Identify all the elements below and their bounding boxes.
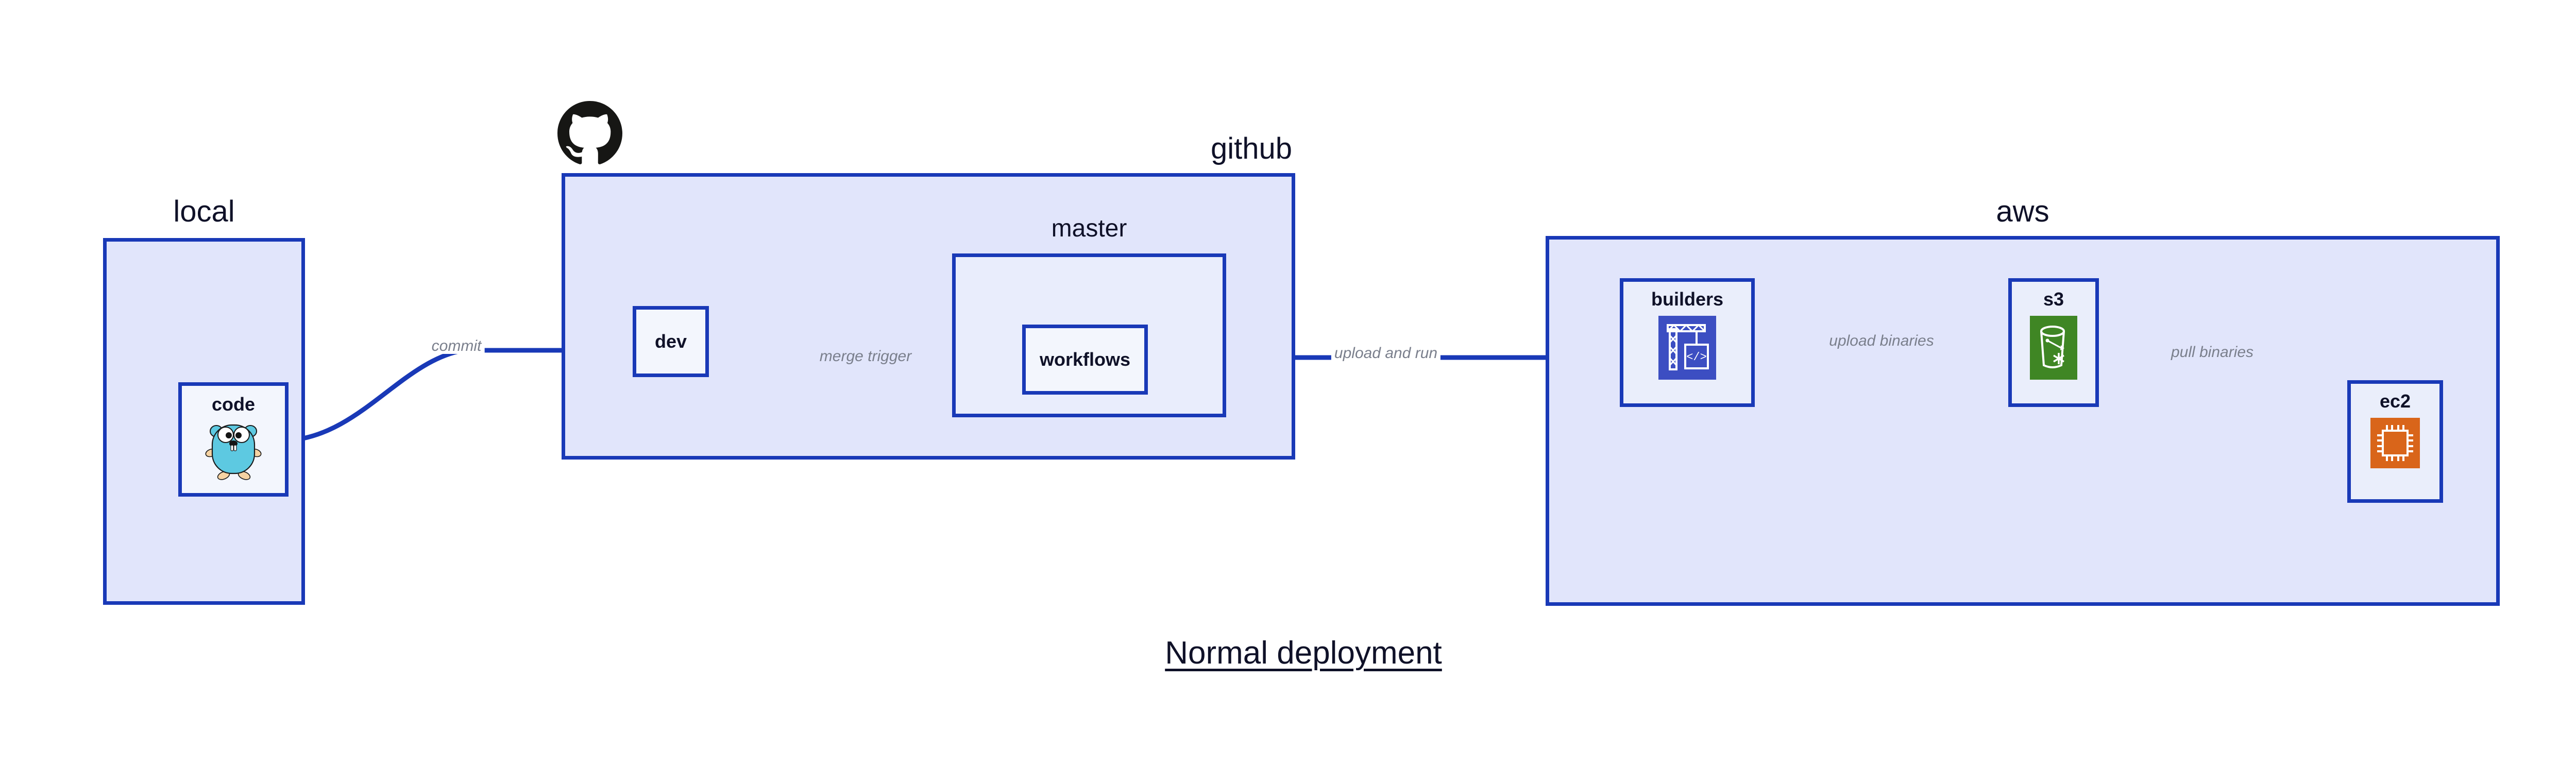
edge-label-upload-and-run: upload and run	[1331, 346, 1441, 361]
edge-label-commit: commit	[428, 338, 485, 354]
edge-label-upload-binaries: upload binaries	[1826, 333, 1937, 349]
node-dev-label: dev	[654, 331, 687, 352]
edge-label-pull-binaries: pull binaries	[2167, 345, 2257, 360]
node-code-label: code	[211, 394, 256, 415]
node-s3[interactable]: s3	[2008, 278, 2099, 407]
group-github-label: github	[1210, 132, 1292, 165]
aws-codebuild-icon: </>	[1658, 316, 1716, 382]
node-builders[interactable]: builders </>	[1620, 278, 1755, 407]
svg-text:</>: </>	[1686, 351, 1707, 364]
group-aws-label: aws	[1996, 195, 2049, 228]
diagram-title: Normal deployment	[1165, 635, 1442, 671]
node-dev[interactable]: dev	[633, 306, 709, 377]
node-code[interactable]: code	[178, 382, 289, 497]
subgroup-master-label: master	[1051, 215, 1127, 242]
go-gopher-icon	[205, 421, 262, 483]
node-builders-label: builders	[1651, 288, 1724, 310]
group-local-label: local	[173, 195, 235, 228]
aws-s3-bucket-icon	[2030, 316, 2077, 382]
node-ec2-label: ec2	[2379, 390, 2411, 412]
node-s3-label: s3	[2043, 288, 2064, 310]
edge-label-merge-trigger: merge trigger	[816, 349, 915, 364]
node-ec2[interactable]: ec2	[2347, 380, 2443, 503]
aws-ec2-chip-icon	[2370, 418, 2420, 471]
github-octocat-logo	[557, 101, 622, 168]
node-workflows[interactable]: workflows	[1022, 325, 1148, 395]
node-workflows-label: workflows	[1039, 349, 1131, 370]
